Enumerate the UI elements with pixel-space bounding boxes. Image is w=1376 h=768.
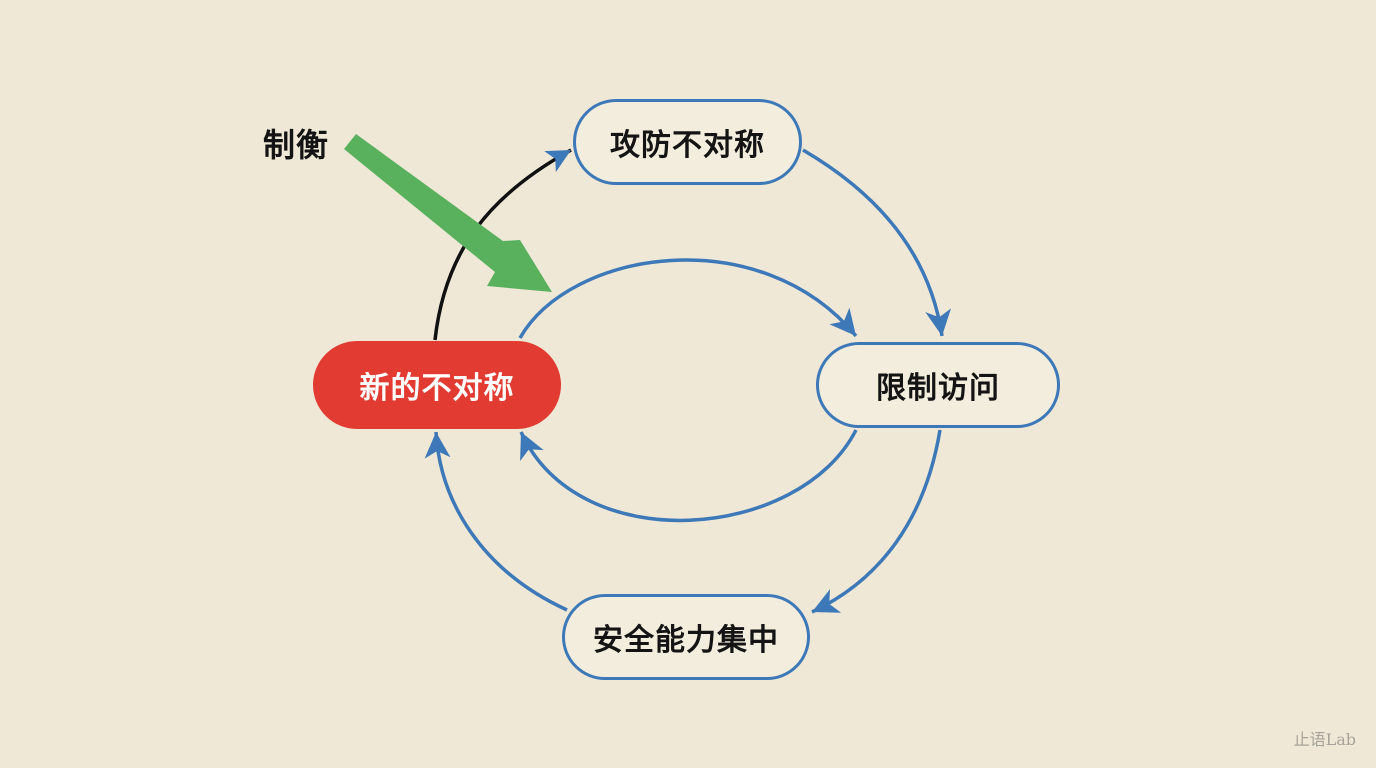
node-security-capability-concentration: 安全能力集中 [562, 594, 810, 680]
watermark: 止语Lab [1293, 730, 1356, 749]
pressure-label: 制衡 [263, 126, 330, 164]
node-restrict-access: 限制访问 [816, 342, 1060, 428]
node-label: 攻防不对称 [610, 128, 765, 163]
edge-top-to-right [802, 148, 952, 337]
node-attack-defense-asymmetry: 攻防不对称 [573, 99, 802, 185]
node-label: 限制访问 [876, 371, 1000, 406]
node-label: 安全能力集中 [593, 623, 779, 658]
edge-inner-left-to-right [518, 258, 858, 339]
edge-bottom-to-left [424, 431, 568, 612]
pressure-arrow [344, 134, 552, 292]
node-new-asymmetry: 新的不对称 [313, 341, 561, 429]
edge-inner-right-to-left [519, 429, 858, 523]
node-label: 新的不对称 [359, 371, 515, 406]
edge-right-to-bottom [811, 429, 942, 614]
